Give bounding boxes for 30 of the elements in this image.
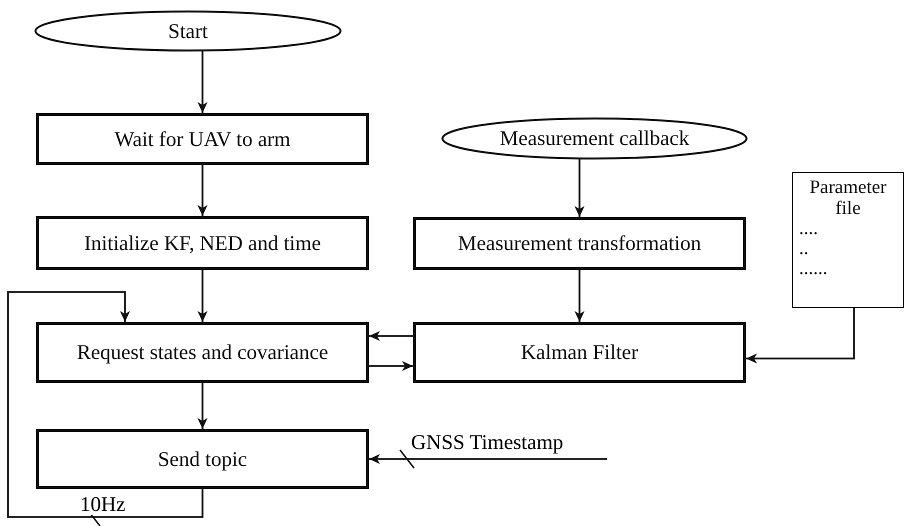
node-label: Initialize KF, NED and time [84, 230, 321, 256]
arrow [7, 291, 204, 518]
process-box [36, 113, 369, 165]
placeholder-dots: .... [799, 219, 818, 239]
node-label: Send topic [158, 446, 248, 472]
placeholder-dots: .. [799, 239, 808, 259]
node-label: Start [168, 18, 208, 44]
node-label: Kalman Filter [520, 340, 638, 365]
process-box [413, 217, 746, 270]
process-box [36, 216, 369, 270]
placeholder-dots: ...... [799, 259, 828, 279]
process-box [36, 429, 369, 489]
arrow [198, 50, 208, 113]
arrow [369, 454, 607, 464]
arrow [369, 361, 413, 371]
node-label: Measurement transformation [458, 231, 702, 256]
arrow [746, 308, 855, 364]
arrow [574, 158, 584, 217]
arrow [574, 270, 584, 322]
document-shape [792, 172, 904, 308]
process-box [36, 322, 369, 383]
arrow [369, 331, 413, 341]
node-label: Wait for UAV to arm [114, 126, 290, 152]
arrow [198, 270, 208, 322]
arrow [198, 383, 208, 429]
node-label: Parameter file [808, 177, 888, 219]
process-box [413, 322, 746, 383]
node-label: Measurement callback [500, 126, 690, 151]
node-label: Request states and covariance [76, 340, 328, 365]
arrow [198, 165, 208, 216]
